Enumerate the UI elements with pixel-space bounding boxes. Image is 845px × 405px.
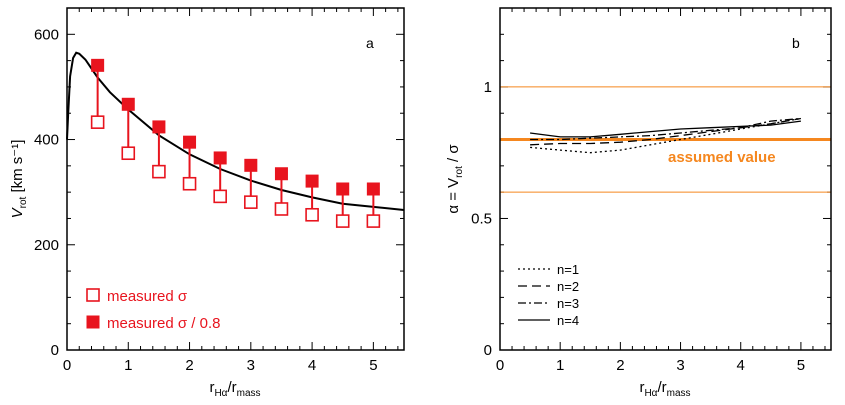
panel-a-y-tick-label: 600 [34, 26, 59, 43]
panel-a-open-square-point [366, 214, 381, 228]
panel-a-y-tick-label: 0 [51, 342, 59, 359]
panel-a-filled-square-point [274, 167, 288, 181]
panel-a-filled-square-point [336, 182, 350, 196]
panel-b-series-line [530, 120, 801, 138]
panel-b-y-tick-label: 0.5 [471, 210, 492, 227]
panel-a-x-tick-label: 3 [247, 357, 255, 374]
panel-a-filled-square-point [152, 120, 166, 134]
panel-b-y-tick-label: 0 [484, 342, 492, 359]
panel-b-x-tick-label: 5 [797, 357, 805, 374]
panel-a-x-tick-label: 2 [185, 357, 193, 374]
panel-a-filled-square-point [183, 135, 197, 149]
panel-a-open-square-point [335, 214, 350, 228]
panel-b-series-line [530, 117, 801, 141]
panel-b-x-axis-title: rHα/rmass [639, 379, 690, 399]
panel-a-model-curve [66, 51, 405, 211]
panel-a-open-square-point [152, 164, 166, 179]
panel-b-plot-area: 0 1 2 3 4 5 0 0.5 1 n=1 n=2 n=3 n=4 [471, 8, 831, 374]
panel-a-letter: a [366, 35, 374, 51]
panel-a-filled-square-point [121, 97, 135, 111]
legend-filled-square-label: measured σ / 0.8 [107, 315, 220, 332]
panel-a-filled-square-point [366, 182, 380, 196]
panel-a-open-square-point [182, 176, 197, 191]
panel-b-x-tick-label: 2 [616, 357, 624, 374]
legend-open-square-label: measured σ [107, 288, 188, 305]
panel-a-filled-square-point [305, 174, 319, 188]
panel-b-annotation: assumed value [668, 149, 776, 166]
legend-filled-square-swatch [86, 315, 100, 329]
panel-b-y-axis-title: α = Vrot / σ [445, 144, 465, 214]
panel-b-x-tick-label: 0 [496, 357, 504, 374]
legend-open-square-swatch [86, 288, 100, 302]
panel-a-x-tick-label: 4 [308, 357, 316, 374]
panel-a-open-square-point [274, 202, 289, 216]
panel-a-open-square-point [90, 115, 105, 129]
panel-b-frame [499, 7, 832, 351]
panel-a-x-tick-label: 5 [369, 357, 377, 374]
panel-a-plot-area: 0 1 2 3 4 5 0 200 400 600 measured σ measured σ / 0… [34, 8, 405, 374]
panel-a-open-square-point [305, 207, 319, 222]
panel-b-legend-label: n=3 [557, 296, 579, 311]
panel-a-y-axis-title: Vrot [km s⁻¹] [9, 140, 29, 219]
panel-a-open-square-point [213, 189, 227, 204]
panel-b-x-tick-label: 3 [676, 357, 684, 374]
panel-a-x-tick-label: 0 [63, 357, 71, 374]
panel-a-open-square-point [244, 195, 258, 209]
panel-a-y-tick-label: 200 [34, 237, 59, 254]
panel-a-filled-square-point [213, 151, 227, 165]
panel-a-open-square-point [121, 146, 136, 161]
panel-b-y-tick-label: 1 [484, 79, 492, 96]
panel-a-x-axis-title: rHα/rmass [209, 379, 260, 399]
panel-b-letter: b [792, 35, 800, 51]
panel-b-legend-label: n=4 [557, 313, 579, 328]
panel-b-series-line [530, 117, 802, 154]
panel-b-x-tick-label: 1 [556, 357, 564, 374]
panel-a-frame [66, 7, 405, 351]
panel-a-y-tick-label: 400 [34, 132, 59, 149]
panel-a: 0 1 2 3 4 5 0 200 400 600 measured σ measured σ / 0… [9, 7, 405, 399]
panel-b-x-tick-label: 4 [737, 357, 745, 374]
panel-a-filled-square-point [244, 158, 258, 172]
panel-b-legend-label: n=2 [557, 279, 579, 294]
panel-a-x-tick-label: 1 [124, 357, 132, 374]
panel-b-legend-label: n=1 [557, 262, 579, 277]
panel-a-filled-square-point [91, 58, 105, 72]
